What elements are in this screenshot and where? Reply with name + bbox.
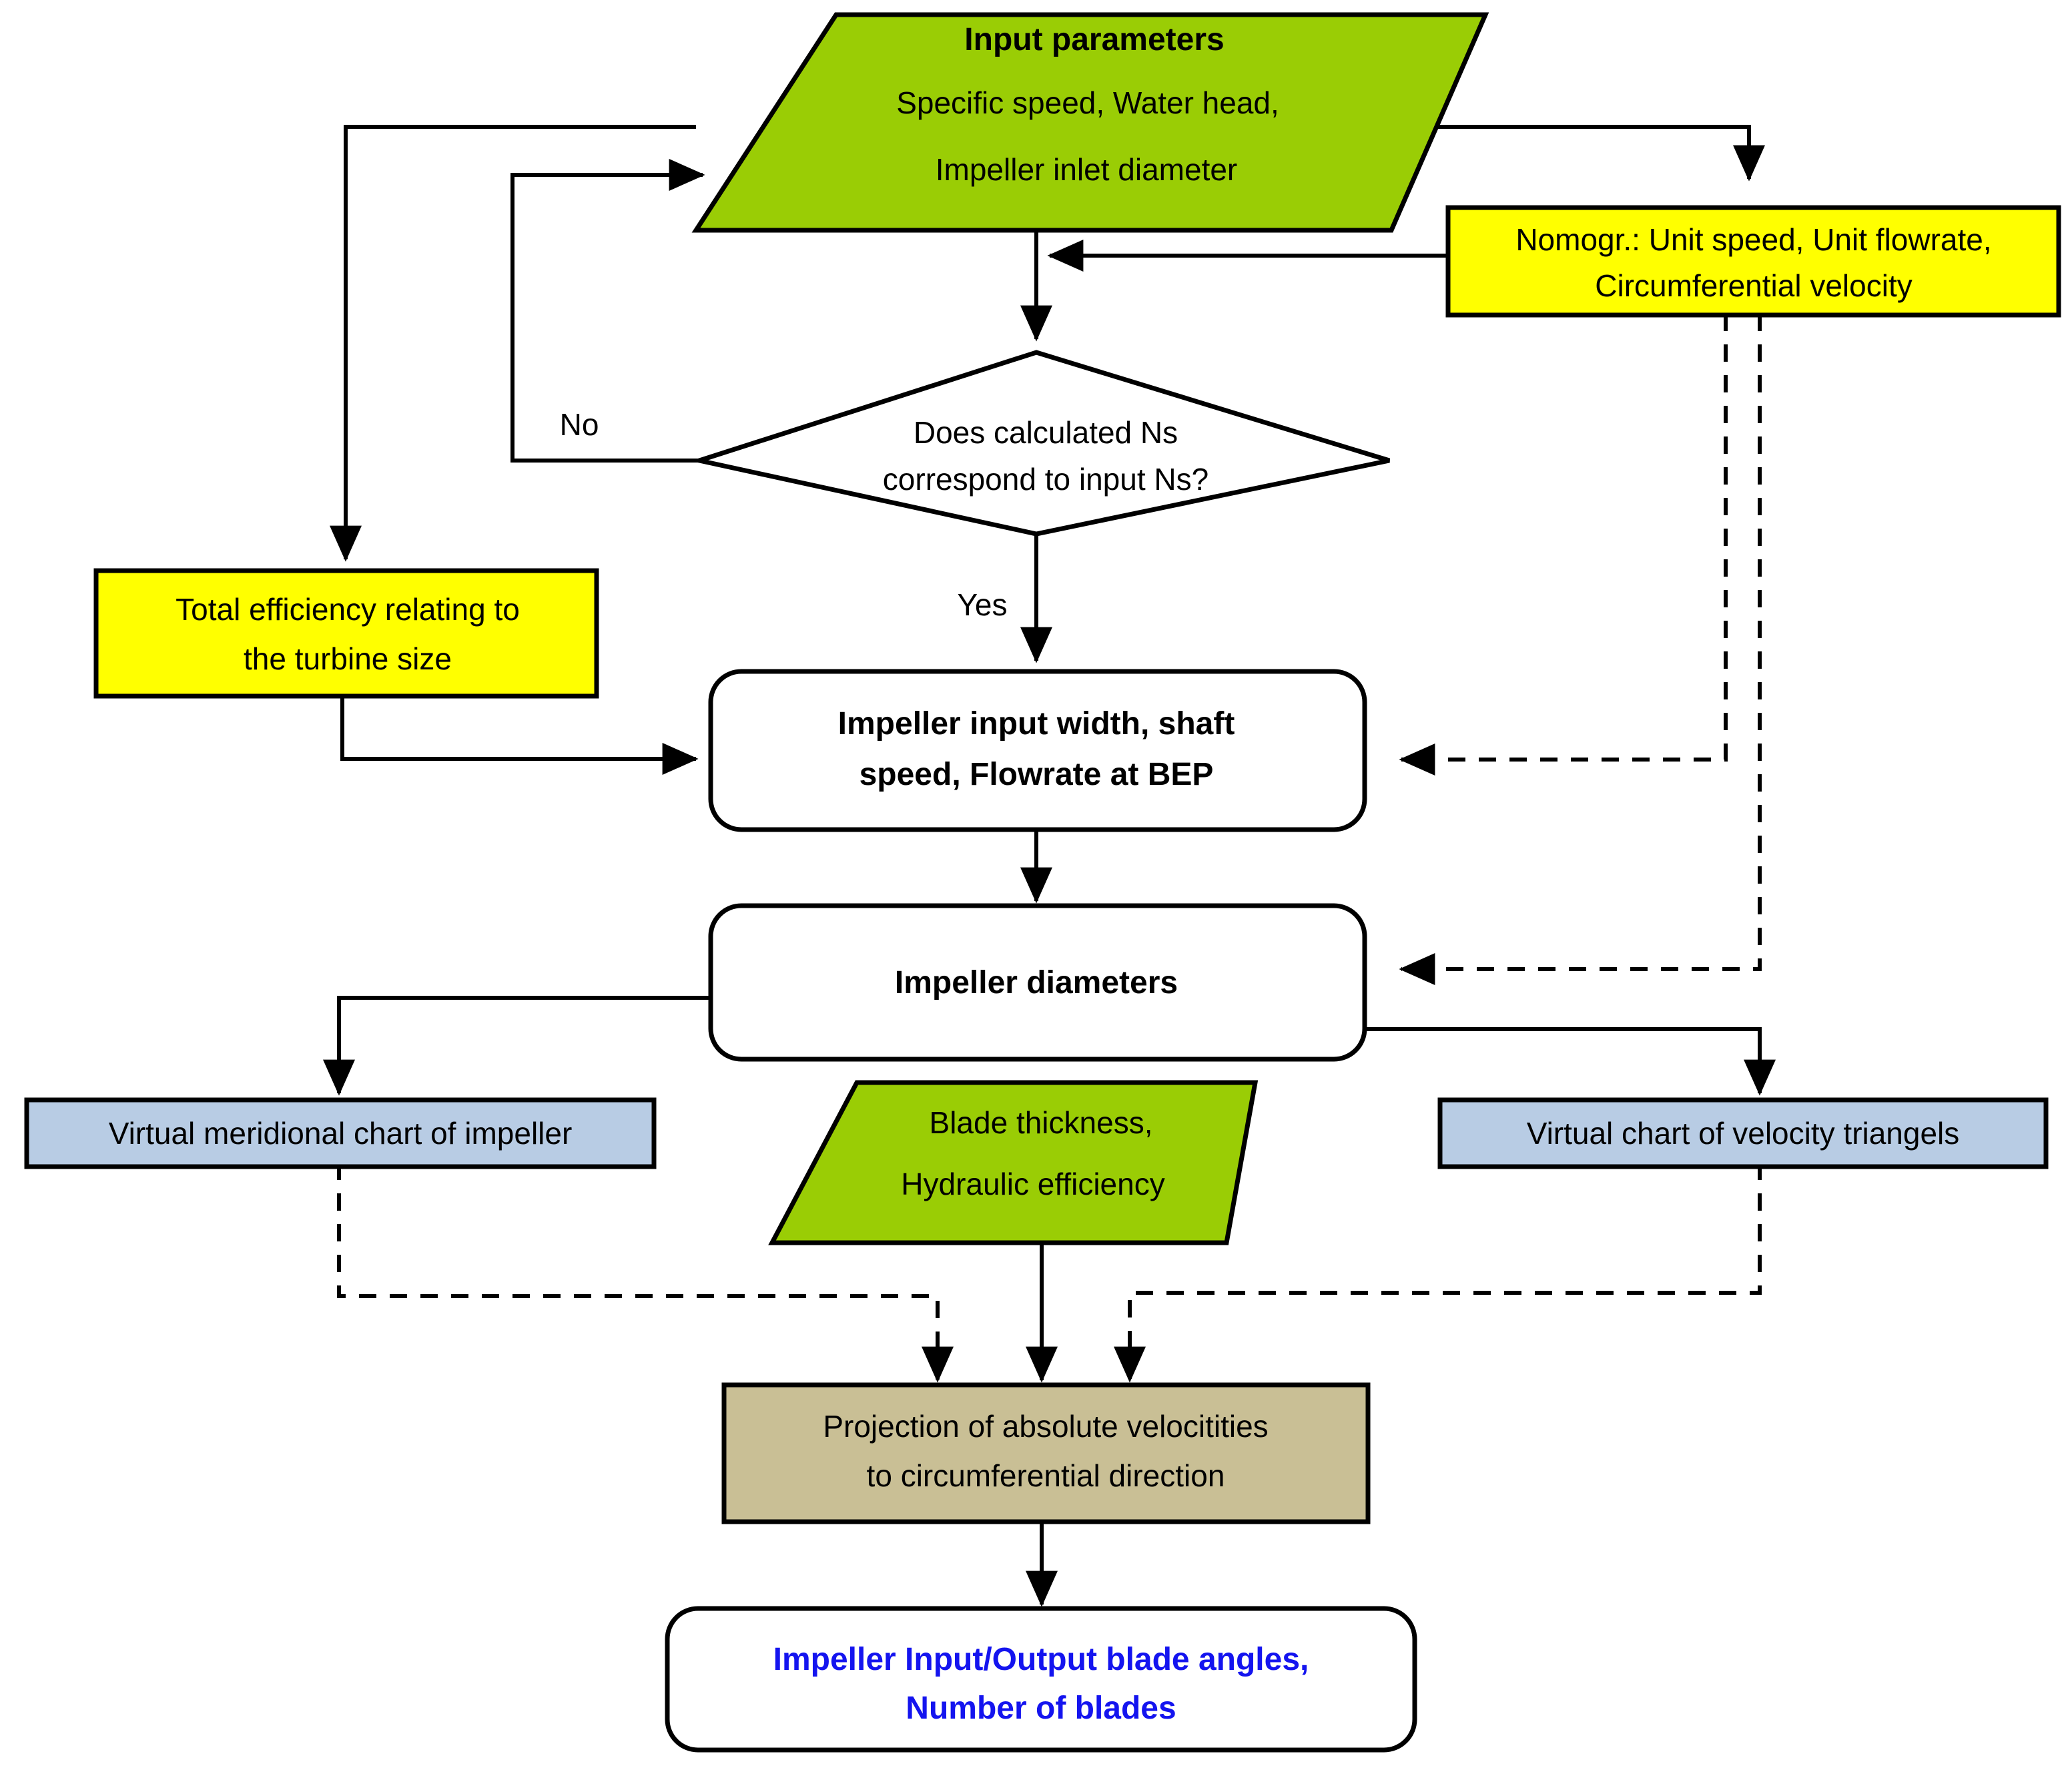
blade-thickness-line1: Blade thickness, <box>930 1105 1153 1140</box>
svg-text:Blade thickness,: Blade thickness, <box>930 1105 1153 1140</box>
blade-angles-line1: Impeller Input/Output blade angles, <box>773 1642 1309 1677</box>
svg-text:correspond to input Ns?: correspond to input Ns? <box>883 462 1208 497</box>
node-meridional-chart[interactable]: Virtual meridional chart of impeller <box>24 1097 657 1169</box>
svg-text:Does calculated Ns: Does calculated Ns <box>914 415 1178 450</box>
impeller-input-width-line1: Impeller input width, shaft <box>838 706 1235 742</box>
blade-thickness-line2: Hydraulic efficiency <box>901 1167 1164 1201</box>
impeller-input-width-line2: speed, Flowrate at BEP <box>859 757 1214 792</box>
edge-total-efficiency-to-impeller-input-width <box>340 696 699 775</box>
svg-text:Virtual meridional chart of im: Virtual meridional chart of impeller <box>109 1116 573 1151</box>
node-impeller-diameters[interactable]: Impeller diameters <box>708 903 1367 1062</box>
impeller-diameters-line1: Impeller diameters <box>895 965 1178 1000</box>
nomogram-line2: Circumferential velocity <box>1595 268 1912 303</box>
svg-text:Impeller input width, shaft: Impeller input width, shaft <box>838 706 1235 742</box>
edge-input-to-total-efficiency <box>330 125 696 562</box>
velocity-triangles-chart-line1: Virtual chart of velocity triangels <box>1527 1116 1960 1151</box>
svg-text:to circumferential direction: to circumferential direction <box>867 1458 1225 1493</box>
decision-ns-line2: correspond to input Ns? <box>883 462 1208 497</box>
svg-text:the turbine size: the turbine size <box>244 641 452 676</box>
node-total-efficiency[interactable]: Total efficiency relating to the turbine… <box>93 568 599 699</box>
node-velocity-triangles-chart[interactable]: Virtual chart of velocity triangels <box>1437 1097 2049 1169</box>
node-blade-angles[interactable]: Impeller Input/Output blade angles, Numb… <box>665 1606 1417 1753</box>
edge-nomogram-dashed-to-impeller-input-width <box>1399 314 1728 776</box>
svg-text:Circumferential velocity: Circumferential velocity <box>1595 268 1912 303</box>
total-efficiency-line2: the turbine size <box>244 641 452 676</box>
svg-text:speed, Flowrate at BEP: speed, Flowrate at BEP <box>859 757 1214 792</box>
total-efficiency-line1: Total efficiency relating to <box>176 592 520 627</box>
decision-ns-line1: Does calculated Ns <box>914 415 1178 450</box>
svg-text:Impeller Input/Output blade an: Impeller Input/Output blade angles, <box>773 1642 1309 1677</box>
svg-text:Input parameters: Input parameters <box>964 22 1224 57</box>
node-decision-ns[interactable]: Does calculated Ns correspond to input N… <box>690 350 1391 537</box>
node-impeller-input-width[interactable]: Impeller input width, shaft speed, Flowr… <box>708 669 1367 832</box>
svg-text:Nomogr.: Unit speed, Unit flow: Nomogr.: Unit speed, Unit flowrate, <box>1515 222 1991 257</box>
svg-text:Hydraulic efficiency: Hydraulic efficiency <box>901 1167 1164 1201</box>
edge-no-loop <box>510 159 705 463</box>
edge-meridional-chart-dashed-to-projection <box>337 1163 954 1383</box>
svg-text:Specific speed, Water head,: Specific speed, Water head, <box>896 85 1279 120</box>
edge-diameters-to-velocity-chart <box>1363 1027 1776 1096</box>
edge-diameters-to-meridional-chart <box>323 996 709 1096</box>
node-nomogram[interactable]: Nomogr.: Unit speed, Unit flowrate, Circ… <box>1445 205 2061 318</box>
input-parameters-line1: Input parameters <box>964 22 1224 57</box>
edge-input-to-nomogram <box>1391 125 1765 182</box>
edge-label-yes: Yes <box>957 587 1007 622</box>
blade-angles-line2: Number of blades <box>906 1691 1176 1726</box>
svg-text:Virtual chart of velocity tria: Virtual chart of velocity triangels <box>1527 1116 1960 1151</box>
meridional-chart-line1: Virtual meridional chart of impeller <box>109 1116 573 1151</box>
edge-nomogram-dashed-to-impeller-diameters <box>1399 314 1762 985</box>
svg-text:Projection of absolute velocit: Projection of absolute velocitities <box>823 1409 1268 1444</box>
svg-text:Impeller inlet diameter: Impeller inlet diameter <box>936 152 1238 187</box>
svg-text:Impeller diameters: Impeller diameters <box>895 965 1178 1000</box>
edge-label-no: No <box>560 407 599 442</box>
svg-text:Number of blades: Number of blades <box>906 1691 1176 1726</box>
projection-line2: to circumferential direction <box>867 1458 1225 1493</box>
edge-velocity-chart-dashed-to-projection <box>1114 1163 1762 1383</box>
svg-text:Total efficiency relating to: Total efficiency relating to <box>176 592 520 627</box>
node-projection[interactable]: Projection of absolute velocitities to c… <box>721 1382 1371 1524</box>
input-parameters-line2: Specific speed, Water head, <box>896 85 1279 120</box>
input-parameters-line3: Impeller inlet diameter <box>936 152 1238 187</box>
node-input-parameters[interactable]: Input parameters Specific speed, Water h… <box>691 12 1489 233</box>
nomogram-line1: Nomogr.: Unit speed, Unit flowrate, <box>1515 222 1991 257</box>
projection-line1: Projection of absolute velocitities <box>823 1409 1268 1444</box>
node-blade-thickness[interactable]: Blade thickness, Hydraulic efficiency <box>768 1080 1259 1245</box>
